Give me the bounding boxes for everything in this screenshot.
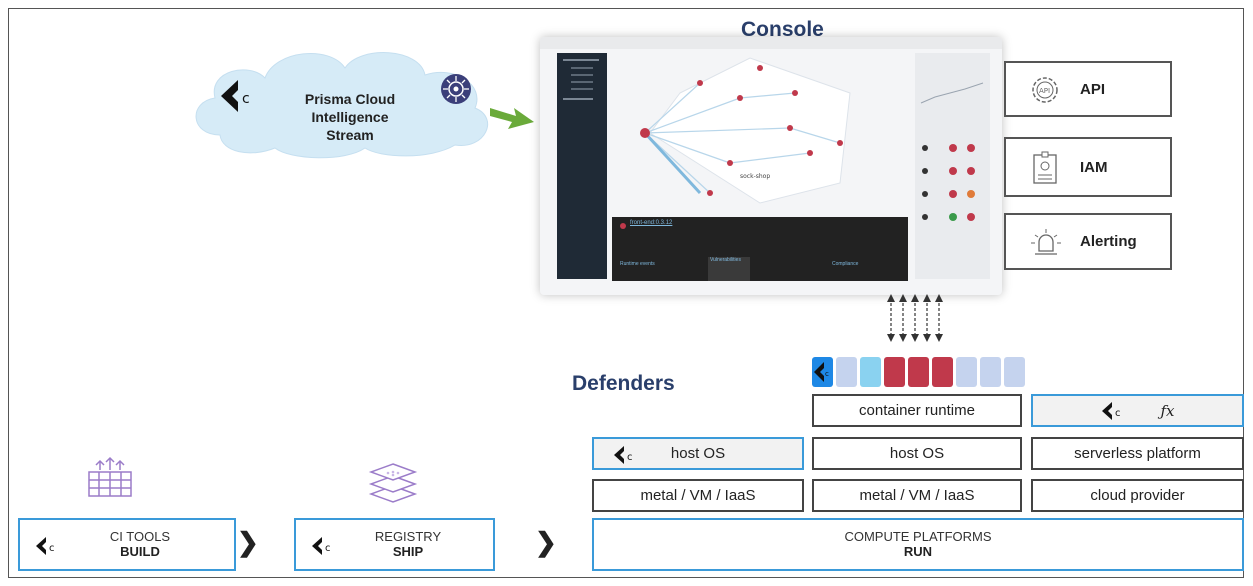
iam-label: IAM: [1080, 158, 1108, 176]
container-block: [908, 357, 929, 387]
defender-container: c: [812, 357, 833, 387]
api-label: API: [1080, 80, 1106, 98]
cloud-provider-label: cloud provider: [1090, 487, 1185, 504]
build-stage-tool: CI TOOLS: [109, 529, 171, 544]
prisma-logo-icon: c: [218, 78, 254, 114]
ship-stage-name: SHIP: [392, 544, 424, 559]
detail-section-vulns: Vulnerabilities: [710, 257, 741, 263]
ship-stage: c REGISTRY SHIP: [294, 518, 495, 571]
container-block: [956, 357, 977, 387]
defenders-title: Defenders: [572, 372, 675, 395]
svg-text:c: c: [49, 543, 55, 554]
iam-card: IAM: [1004, 137, 1172, 197]
function-icon: ƒx: [1160, 401, 1175, 420]
detail-panel-title: front-end:0.3.12: [630, 220, 673, 226]
cloud-title-line1: Prisma Cloud: [304, 91, 396, 107]
metal-vm-iaas-box: metal / VM / IaaS: [812, 479, 1022, 512]
host-os-label: host OS: [889, 445, 945, 462]
prisma-logo-icon: c: [34, 536, 60, 556]
container-runtime-label: container runtime: [859, 402, 975, 419]
prisma-logo-icon: c: [612, 445, 638, 465]
metal-vm-iaas-label: metal / VM / IaaS: [640, 487, 756, 504]
container-block: [860, 357, 881, 387]
console-title: Console: [741, 18, 824, 41]
build-stage: c CI TOOLS BUILD: [18, 518, 236, 571]
alerting-label: Alerting: [1080, 233, 1137, 250]
console-right-panel: [915, 53, 990, 279]
svg-text:c: c: [325, 543, 331, 554]
alarm-light-icon: [1030, 227, 1062, 264]
ship-stage-tool: REGISTRY: [374, 529, 442, 544]
svg-text:c: c: [1115, 408, 1121, 419]
detail-section-compliance: Compliance: [832, 261, 859, 267]
detail-panel: front-end:0.3.12 Runtime events Vulnerab…: [612, 217, 908, 281]
host-defender-box: c host OS: [592, 437, 804, 470]
registry-layers-icon: [368, 460, 418, 509]
cloud-title-line2: Intelligence Stream: [311, 109, 389, 143]
container-block: [884, 357, 905, 387]
console-screenshot: sock-shop front-end:0.3.12 Runtime event…: [540, 37, 1002, 295]
svg-text:c: c: [242, 91, 250, 107]
svg-text:API: API: [1039, 87, 1050, 95]
run-stage-tool: COMPUTE PLATFORMS: [844, 529, 992, 544]
container-block: [1004, 357, 1025, 387]
container-block: [836, 357, 857, 387]
api-card: API API: [1004, 61, 1172, 117]
pipeline-chevron-icon: ❯: [237, 527, 259, 557]
console-sidebar: [557, 53, 607, 279]
host-os-box: host OS: [812, 437, 1022, 470]
console-defender-arrows: [887, 294, 943, 342]
container-block: [980, 357, 1001, 387]
window-titlebar: [540, 37, 1002, 49]
svg-text:c: c: [627, 452, 633, 463]
build-stage-name: BUILD: [120, 544, 160, 559]
detail-section-runtime: Runtime events: [620, 261, 655, 267]
diagram-frame: [8, 8, 1244, 578]
cloud-provider-box: cloud provider: [1031, 479, 1244, 512]
graph-label: sock-shop: [740, 173, 770, 180]
ci-tools-icon: [83, 456, 137, 505]
serverless-defender-box: c ƒx: [1031, 394, 1244, 427]
alerting-card: Alerting: [1004, 213, 1172, 270]
feed-arrow-icon: [490, 108, 534, 129]
metal-vm-iaas-label: metal / VM / IaaS: [859, 487, 975, 504]
metal-vm-iaas-box: metal / VM / IaaS: [592, 479, 804, 512]
intelligence-feed-icon: [440, 73, 472, 110]
svg-text:c: c: [825, 370, 829, 378]
container-block: [932, 357, 953, 387]
prisma-logo-icon: c: [1100, 401, 1126, 421]
pipeline-chevron-icon: ❯: [535, 527, 557, 557]
container-runtime-box: container runtime: [812, 394, 1022, 427]
run-stage-name: RUN: [903, 544, 933, 559]
serverless-platform-label: serverless platform: [1074, 445, 1201, 462]
id-badge-icon: [1030, 151, 1060, 190]
prisma-logo-icon: c: [310, 536, 336, 556]
cloud-title: Prisma Cloud Intelligence Stream: [290, 90, 410, 144]
radar-graph: sock-shop: [640, 57, 851, 204]
api-gear-icon: API: [1030, 75, 1060, 110]
serverless-platform-box: serverless platform: [1031, 437, 1244, 470]
run-stage: COMPUTE PLATFORMS RUN: [592, 518, 1244, 571]
host-os-defended-label: host OS: [670, 445, 726, 462]
